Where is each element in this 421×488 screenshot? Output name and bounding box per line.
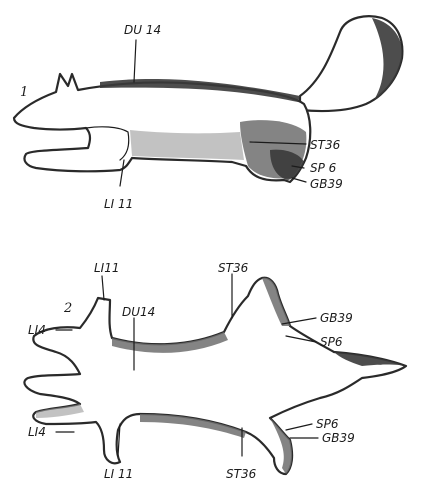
- pointer-sp6-bottom: [286, 424, 312, 430]
- panel-1-number: 1: [20, 85, 28, 100]
- panel-1-belly-shade: [130, 130, 244, 160]
- label-li11-top: LI11: [94, 261, 120, 275]
- label-li4-top: LI4: [28, 323, 46, 337]
- label-du14-1: DU 14: [124, 23, 161, 37]
- label-sp6-bottom: SP6: [316, 417, 339, 431]
- pointer-du14-1: [134, 40, 136, 82]
- label-du14-2: DU14: [122, 305, 155, 319]
- label-st36-bottom: ST36: [226, 467, 257, 481]
- label-li4-bottom: LI4: [28, 425, 46, 439]
- label-gb39-bottom: GB39: [322, 431, 355, 445]
- pointer-gb39-1: [292, 178, 306, 182]
- pointer-li11-top: [102, 276, 104, 300]
- label-gb39-top: GB39: [320, 311, 353, 325]
- panel-2-number: 2: [63, 301, 72, 316]
- label-li11-bottom: LI 11: [104, 467, 133, 481]
- label-sp6-1: SP 6: [310, 161, 337, 175]
- label-sp6-top: SP6: [320, 335, 343, 349]
- label-st36-1: ST36: [310, 138, 341, 152]
- label-li11-1: LI 11: [104, 197, 133, 211]
- panel-1-animal: [14, 16, 402, 182]
- label-gb39-1: GB39: [310, 177, 343, 191]
- label-st36-top: ST36: [218, 261, 249, 275]
